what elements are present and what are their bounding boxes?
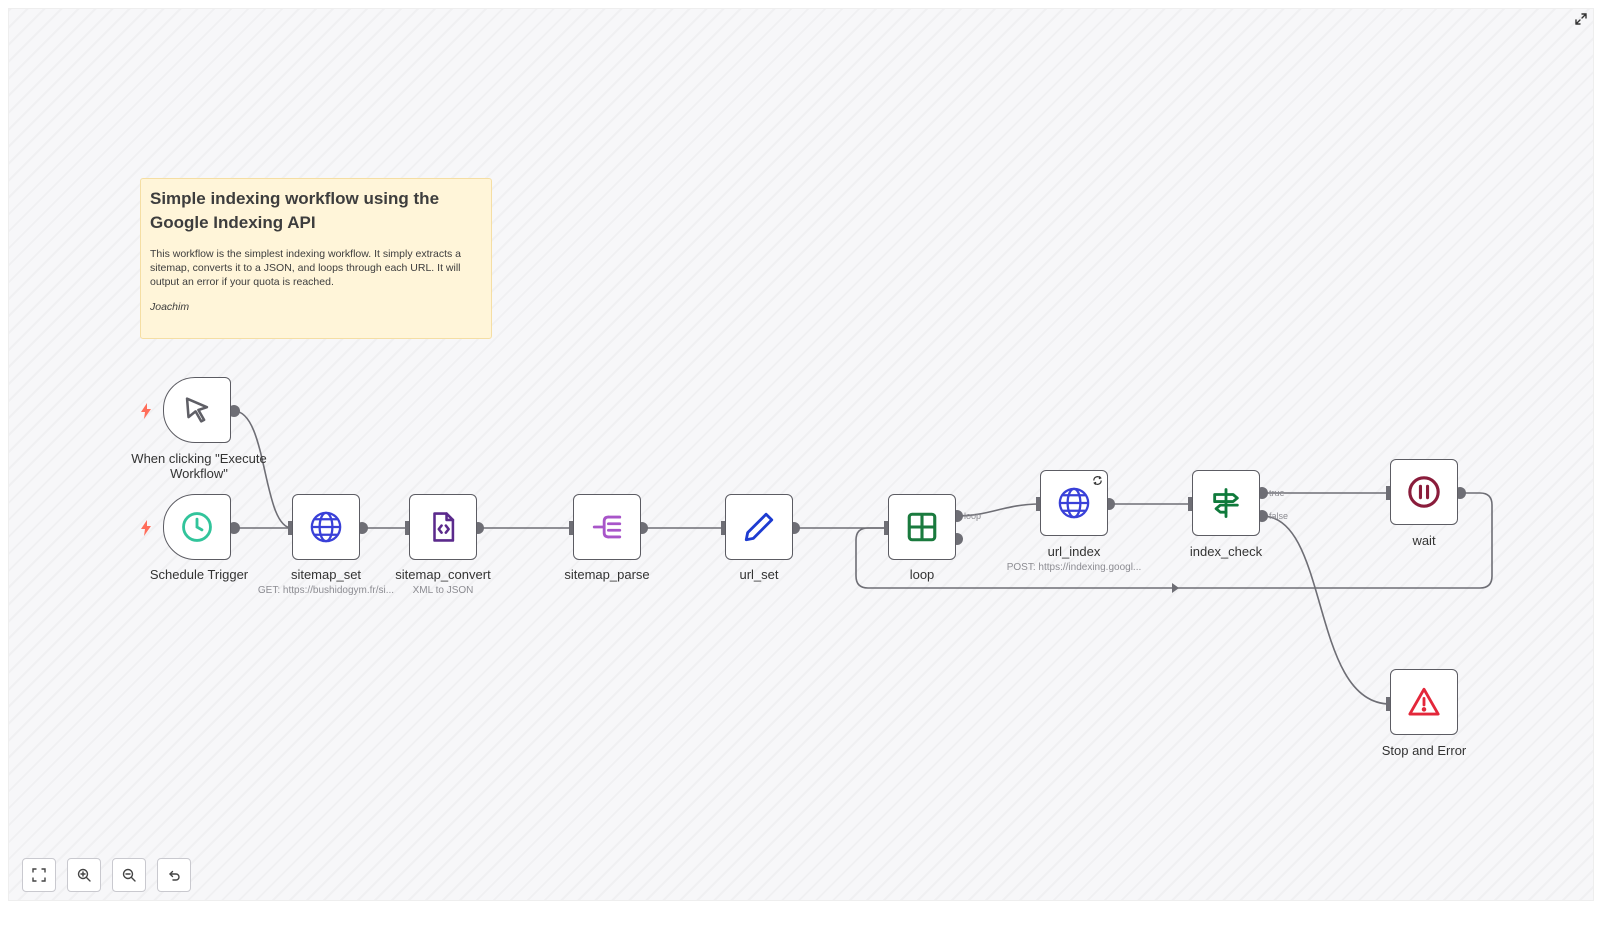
clock-icon xyxy=(182,512,212,542)
node-index-check[interactable] xyxy=(1192,470,1260,536)
split-out-icon xyxy=(592,515,622,539)
node-stop-and-error[interactable] xyxy=(1390,669,1458,735)
node-url-index[interactable] xyxy=(1040,470,1108,536)
pause-icon xyxy=(1408,476,1440,508)
workflow-canvas[interactable] xyxy=(8,8,1594,901)
node-sitemap-parse[interactable] xyxy=(573,494,641,560)
node-label: Stop and Error xyxy=(1381,743,1467,758)
node-label: sitemap_parse xyxy=(564,567,650,582)
warning-icon xyxy=(1408,687,1440,716)
sticky-title: Simple indexing workflow using the Googl… xyxy=(150,189,440,232)
node-label: sitemap_convert xyxy=(395,567,491,582)
node-label: Schedule Trigger xyxy=(149,567,249,582)
trigger-bolt-icon xyxy=(141,403,151,419)
globe-icon xyxy=(310,511,342,543)
node-label: wait xyxy=(1412,533,1436,548)
zoom-out-button[interactable] xyxy=(112,858,146,892)
fit-view-button[interactable] xyxy=(22,858,56,892)
grid-icon xyxy=(907,512,937,542)
node-label: When clicking "Execute Workflow" xyxy=(131,451,267,481)
reset-zoom-button[interactable] xyxy=(157,858,191,892)
edge-label-true: true xyxy=(1269,488,1285,498)
expand-icon xyxy=(1575,13,1587,25)
zoom-in-button[interactable] xyxy=(67,858,101,892)
node-label: loop xyxy=(909,567,935,582)
zoom-out-icon xyxy=(122,868,136,882)
zoom-in-icon xyxy=(77,868,91,882)
node-wait[interactable] xyxy=(1390,459,1458,525)
globe-icon xyxy=(1058,487,1090,519)
edge-label-loop: loop xyxy=(964,511,982,521)
retry-icon xyxy=(1093,475,1102,486)
node-manual-trigger[interactable] xyxy=(163,377,231,443)
node-subtitle: POST: https://indexing.googl... xyxy=(1006,562,1142,573)
sticky-body: This workflow is the simplest indexing w… xyxy=(150,248,462,288)
sticky-author: Joachim xyxy=(150,301,190,313)
node-label: url_index xyxy=(1047,544,1101,559)
fit-view-icon xyxy=(32,868,46,882)
fullscreen-button[interactable] xyxy=(1572,10,1590,28)
node-subtitle: XML to JSON xyxy=(412,585,474,596)
trigger-bolt-icon xyxy=(141,520,151,536)
sticky-note[interactable]: Simple indexing workflow using the Googl… xyxy=(140,178,492,339)
node-loop[interactable] xyxy=(888,494,956,560)
edge-label-false: false xyxy=(1269,511,1289,521)
signpost-icon xyxy=(1213,488,1239,518)
code-file-icon xyxy=(433,512,455,542)
node-label: sitemap_set xyxy=(290,567,362,582)
node-schedule-trigger[interactable] xyxy=(163,494,231,560)
node-label: index_check xyxy=(1189,544,1263,559)
pencil-icon xyxy=(744,512,774,542)
node-sitemap-convert[interactable] xyxy=(409,494,477,560)
node-url-set[interactable] xyxy=(725,494,793,560)
node-label: url_set xyxy=(739,567,779,582)
reset-icon xyxy=(169,870,180,881)
node-sitemap-set[interactable] xyxy=(292,494,360,560)
cursor-icon xyxy=(185,397,209,423)
